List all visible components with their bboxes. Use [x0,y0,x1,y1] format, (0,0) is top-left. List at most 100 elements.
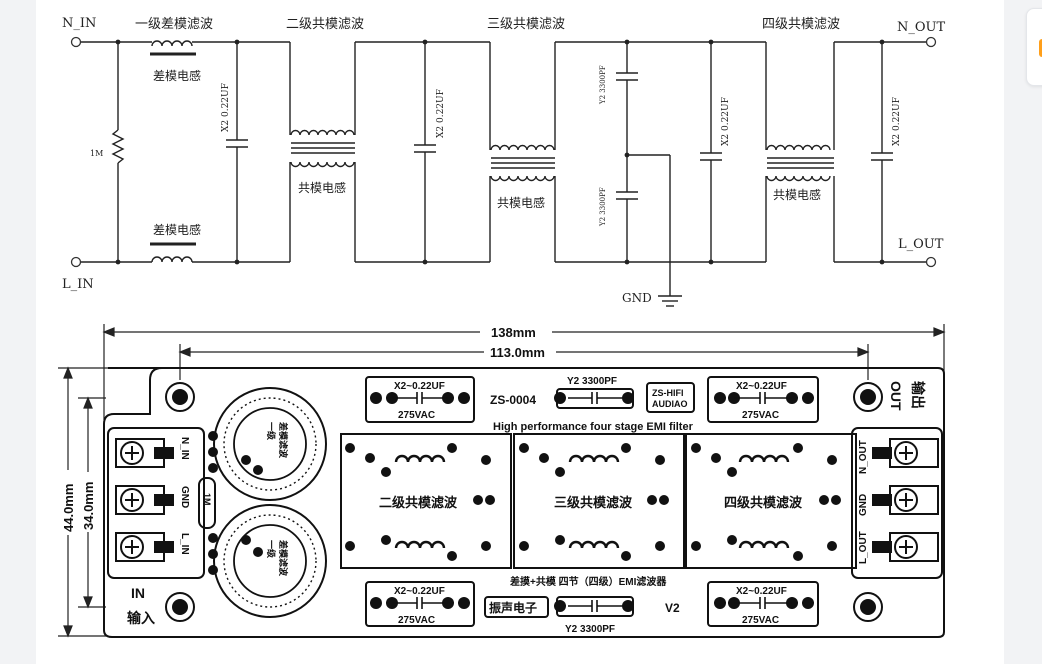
pcb-vac-label-1: 275VAC [398,410,435,421]
schematic-junctions [115,39,885,265]
pcb-model: ZS-0004 [490,393,536,407]
label-diff-inductor-bottom: 差模电感 [153,222,201,237]
pcb-x2-label-3: X2~0.22UF [394,586,445,597]
label-y2-cap-top: Y2 3300PF [599,65,607,105]
pcb-outline [103,367,945,638]
pcb-l-in: L_IN [179,533,190,555]
pcb-in-label: IN [131,585,145,601]
solder-pad [555,467,565,477]
solder-pad [714,392,726,404]
pcb-vac-label-4: 275VAC [742,615,779,626]
solder-pad [481,455,491,465]
label-x2-cap-1: X2 0.22UF [221,83,231,132]
solder-pad [370,392,382,404]
pcb-vac-label-3: 275VAC [398,615,435,626]
solder-pad [447,551,457,561]
pcb-x2-label-4: X2~0.22UF [736,586,787,597]
toroid-top-label-2: 差模滤波 [278,422,289,459]
schematic-terminals [70,36,937,268]
label-diff-inductor-top: 差模电感 [153,68,201,83]
side-action-button[interactable] [1026,8,1042,86]
pcb-y2-label-top: Y2 3300PF [567,376,617,387]
cm-chokes [290,129,834,182]
pcb-stage3: 三级共模滤波 [554,495,633,510]
label-n-out: N_OUT [897,20,945,35]
solder-pad [208,463,218,473]
schematic [80,41,926,307]
solder-pad [447,443,457,453]
toroid-bottom-label-2: 差模滤波 [278,540,289,577]
solder-pad [793,551,803,561]
solder-pad [621,551,631,561]
pcb-resistor-label: 1M [202,493,212,506]
solder-pad [345,541,355,551]
solder-pad [819,495,829,505]
solder-pad [831,495,841,505]
solder-pad [481,541,491,551]
pcb-n-in: N_IN [179,437,190,460]
pcb-l-out: L_OUT [858,531,869,564]
pcb-y2-label-bottom: Y2 3300PF [565,624,615,635]
solder-pad [253,547,263,557]
solder-pad [622,392,634,404]
solder-pad [458,597,470,609]
pcb-maker: 振声电子 [489,600,537,615]
solder-pad [554,392,566,404]
pcb-stage4: 四级共模滤波 [724,495,803,510]
solder-pad [554,600,566,612]
pcb-gnd-out: GND [858,494,869,516]
solder-pad [381,535,391,545]
solder-pad [539,453,549,463]
solder-pad [659,495,669,505]
solder-pad [802,392,814,404]
solder-pad [621,443,631,453]
solder-pad [691,541,701,551]
solder-pad [208,447,218,457]
solder-pad [727,535,737,545]
label-cm-inductor-2: 共模电感 [298,180,346,195]
dim-hole-spacing: 113.0mm [490,345,545,360]
pcb-version: V2 [665,601,680,615]
pcb-x2-label-2: X2~0.22UF [736,381,787,392]
pcb-out-cn: 输出 [910,381,926,409]
solder-pad [802,597,814,609]
pcb-subtitle: High performance four stage EMI filter [493,421,694,433]
pcb-brand-line1: ZS-HIFI [652,388,684,398]
label-l-in: L_IN [62,277,94,292]
terminal-blocks [115,438,939,562]
label-stage2: 二级共模滤波 [286,17,364,32]
solder-pad [365,453,375,463]
toroid-top-label-1: 一级 [266,422,277,441]
solder-pad [793,443,803,453]
diff-inductors [150,40,196,263]
pcb-bottom-text: 差摸+共模 四节（四级）EMI滤波器 [510,575,667,588]
solder-pad [655,455,665,465]
solder-pad [241,455,251,465]
pcb-gnd-in: GND [179,486,190,508]
pcb-vac-label-2: 275VAC [742,410,779,421]
solder-pad [208,549,218,559]
label-n-in: N_IN [62,16,96,31]
side-action-icon [1039,39,1042,57]
toroid-inductors [213,387,327,618]
label-gnd: GND [622,291,652,305]
solder-pad [647,495,657,505]
label-stage3: 三级共模滤波 [487,17,565,32]
solder-pad [711,453,721,463]
label-resistor: 1M [90,149,103,158]
solder-pad [458,392,470,404]
solder-pad [714,597,726,609]
solder-pad [519,443,529,453]
pcb-out-label: OUT [888,381,904,411]
label-x2-cap-4: X2 0.22UF [892,97,902,146]
solder-pad [370,597,382,609]
label-l-out: L_OUT [898,237,944,252]
solder-pad [208,565,218,575]
solder-pad [381,467,391,477]
solder-pad [519,541,529,551]
label-x2-cap-3: X2 0.22UF [721,97,731,146]
solder-pad [473,495,483,505]
pcb-in-cn: 输入 [127,610,155,626]
dim-total-height: 44.0mm [61,484,76,532]
